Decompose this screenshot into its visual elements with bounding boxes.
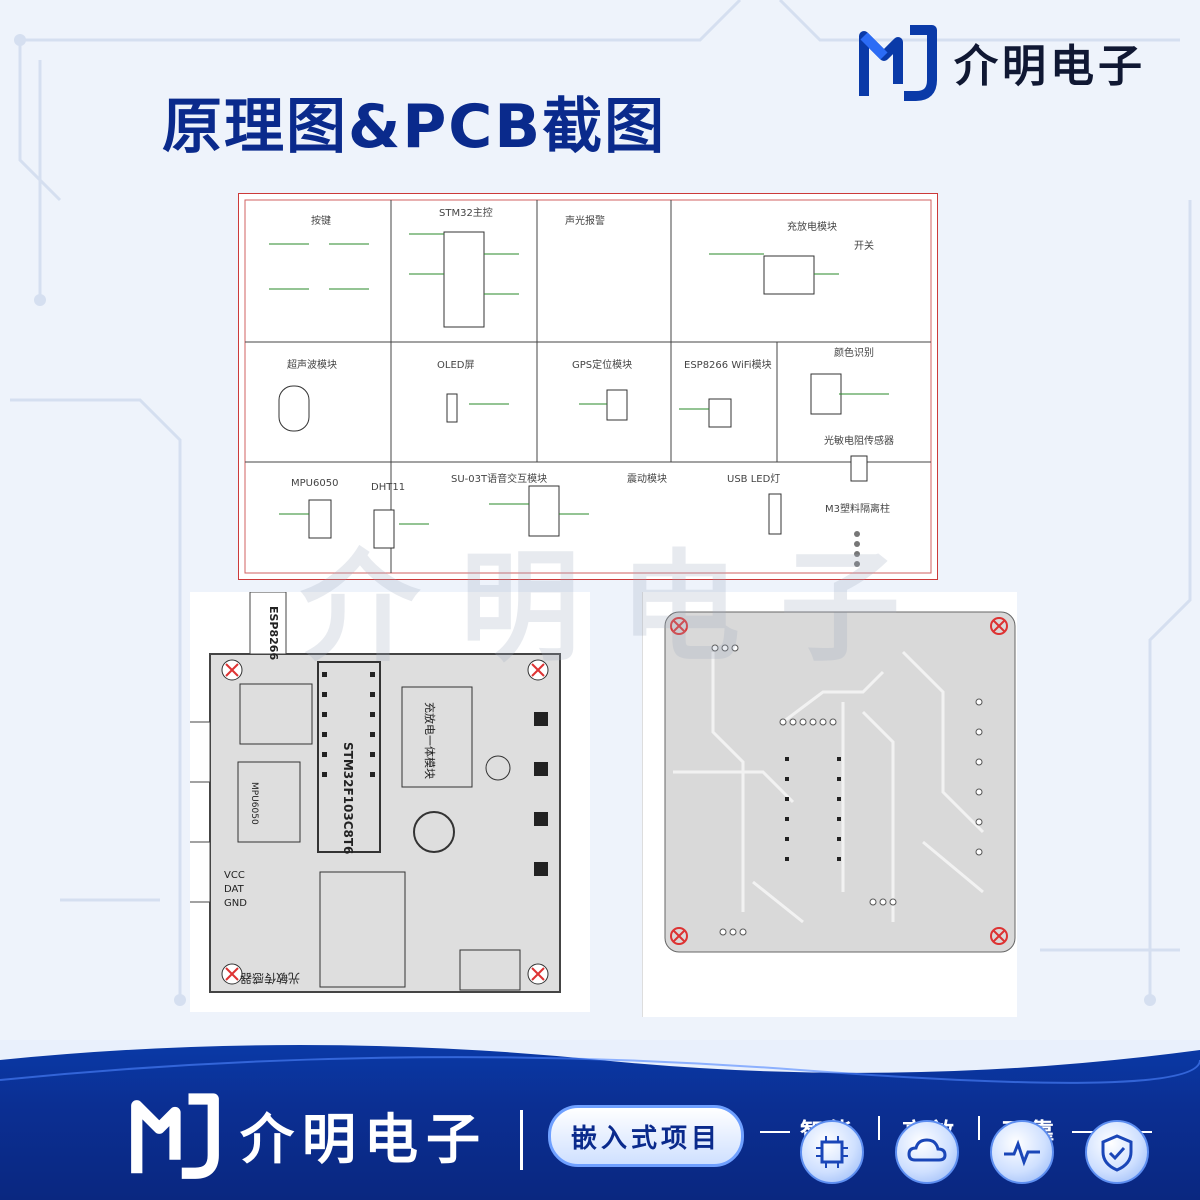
pcb-top-drawing: ESP8266 STM32F103C8T6 充放电一体模块 MPU6050 光敏… (179, 591, 561, 993)
sch-label-standoff: M3塑料隔离柱 (825, 502, 890, 515)
pcb-label-gnd: GND (224, 898, 247, 909)
project-tag-label: 嵌入式项目 (570, 1123, 721, 1154)
pcb-bottom-view (642, 592, 1017, 1017)
sch-label-vibration: 震动模块 (627, 473, 667, 485)
watermark: 介明电子 (300, 539, 940, 678)
sch-label-oled: OLED屏 (437, 359, 474, 371)
sch-label-esp: ESP8266 WiFi模块 (684, 359, 772, 371)
sch-label-ultrasonic: 超声波模块 (287, 358, 337, 371)
page-title: 原理图&PCB截图 (162, 92, 667, 162)
sch-label-alarm: 声光报警 (565, 214, 605, 227)
background-circuit (10, 0, 1192, 1006)
sch-label-voice: SU-03T语音交互模块 (451, 472, 547, 485)
sch-label-mpu: MPU6050 (291, 478, 338, 489)
sch-label-charge: 充放电模块 (787, 220, 837, 233)
pcb-label-mcu: STM32F103C8T6 (341, 742, 355, 854)
sch-label-key: 按键 (311, 214, 331, 227)
brand-name: 介明电子 (954, 41, 1146, 92)
sch-label-dht: DHT11 (371, 482, 405, 493)
kw-line-left (760, 1131, 790, 1133)
pcb-label-mpu: MPU6050 (249, 782, 259, 825)
footer-wave-decoration (0, 1040, 1200, 1084)
sch-label-color: 颜色识别 (834, 346, 874, 359)
footer-divider (520, 1110, 523, 1170)
pcb-label-vcc: VCC (224, 870, 245, 881)
pcb-top-view: ESP8266 STM32F103C8T6 充放电一体模块 MPU6050 光敏… (179, 591, 590, 1012)
pulse-icon (990, 1120, 1054, 1184)
project-tag-pill: 嵌入式项目 (548, 1105, 744, 1167)
top-brand: 介明电子 (858, 22, 1178, 102)
brand-logo-icon (859, 25, 937, 101)
footer-brand-name: 介明电子 (240, 1108, 488, 1171)
kw-separator-2 (978, 1116, 980, 1140)
footer-banner: 介明电子 嵌入式项目 智能 高效 可靠 (0, 1040, 1200, 1200)
schematic-drawing: 按键 STM32主控 声光报警 充放电模块 开关 超声波模块 OLED屏 GPS… (244, 199, 932, 574)
pcb-bottom-drawing (664, 611, 1016, 953)
pcb-label-charge: 充放电一体模块 (423, 702, 437, 779)
sch-label-switch: 开关 (854, 239, 874, 252)
schematic-image: 按键 STM32主控 声光报警 充放电模块 开关 超声波模块 OLED屏 GPS… (238, 193, 938, 580)
pcb-label-light: 光敏传感器 (240, 971, 300, 986)
cloud-icon (895, 1120, 959, 1184)
pcb-label-esp: ESP8266 (267, 606, 280, 660)
kw-separator-1 (878, 1116, 880, 1140)
chip-icon (800, 1120, 864, 1184)
sch-label-stm32: STM32主控 (439, 206, 493, 219)
sch-label-gps: GPS定位模块 (572, 358, 632, 371)
pcb-label-dat: DAT (224, 884, 245, 895)
sch-label-usbled: USB LED灯 (727, 473, 780, 485)
sch-label-light: 光敏电阻传感器 (824, 434, 894, 447)
shield-icon (1085, 1120, 1149, 1184)
footer-logo-icon (131, 1093, 219, 1179)
